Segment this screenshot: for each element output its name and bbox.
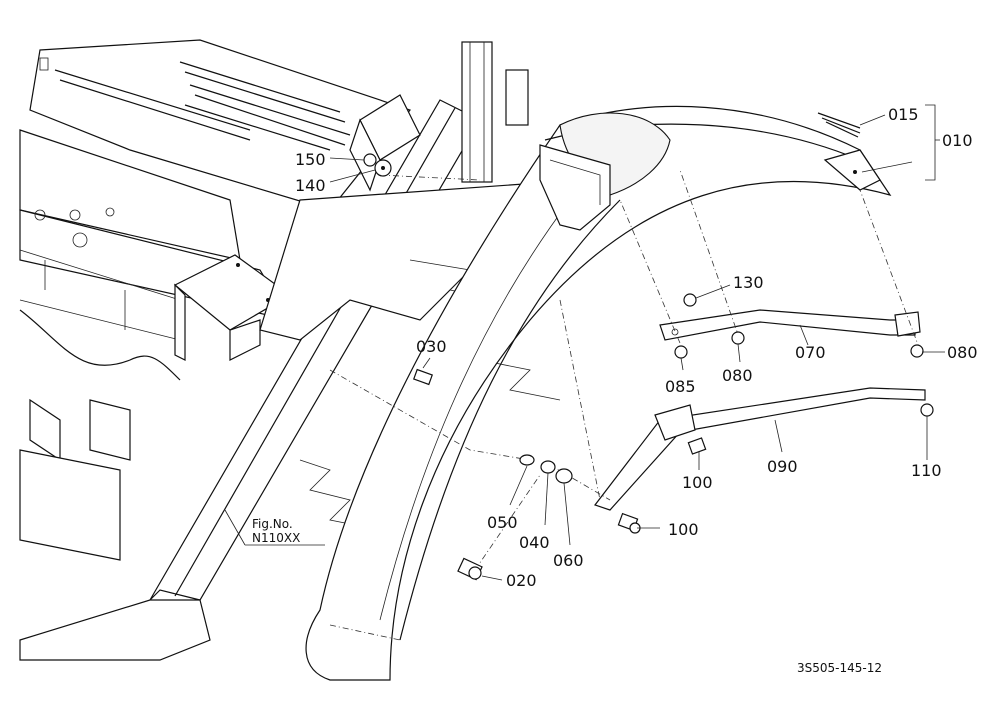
drawing-code: 3S505-145-12 [797,661,882,675]
fender-shell [305,105,892,681]
callout-050: 050 [487,513,518,532]
callout-090: 090 [767,457,798,476]
callout-140: 140 [295,176,326,195]
callout-060: 060 [553,551,584,570]
hardware [363,153,934,581]
callout-085: 085 [665,377,696,396]
callout-080-left: 080 [722,366,753,385]
callout-labels: 015 010 150 140 130 070 080 085 080 030 … [295,105,978,590]
fig-no-label: Fig.No. [252,517,293,531]
callout-030: 030 [416,337,447,356]
callout-100-lower: 100 [668,520,699,539]
callout-015: 015 [888,105,919,124]
leaders [224,104,945,581]
callout-010: 010 [942,131,973,150]
callout-080-right: 080 [947,343,978,362]
callout-040: 040 [519,533,550,552]
callout-130: 130 [733,273,764,292]
callout-110: 110 [911,461,942,480]
chassis-frame [19,39,621,661]
stay-lower-090 [594,387,926,511]
fig-reference: Fig.No. N110XX [245,517,325,546]
callout-100-upper: 100 [682,473,713,492]
fig-no-value: N110XX [252,531,300,545]
stay-upper-070 [659,309,921,341]
lead-lines [329,169,921,571]
callout-070: 070 [795,343,826,362]
callout-020: 020 [506,571,537,590]
callout-150: 150 [295,150,326,169]
